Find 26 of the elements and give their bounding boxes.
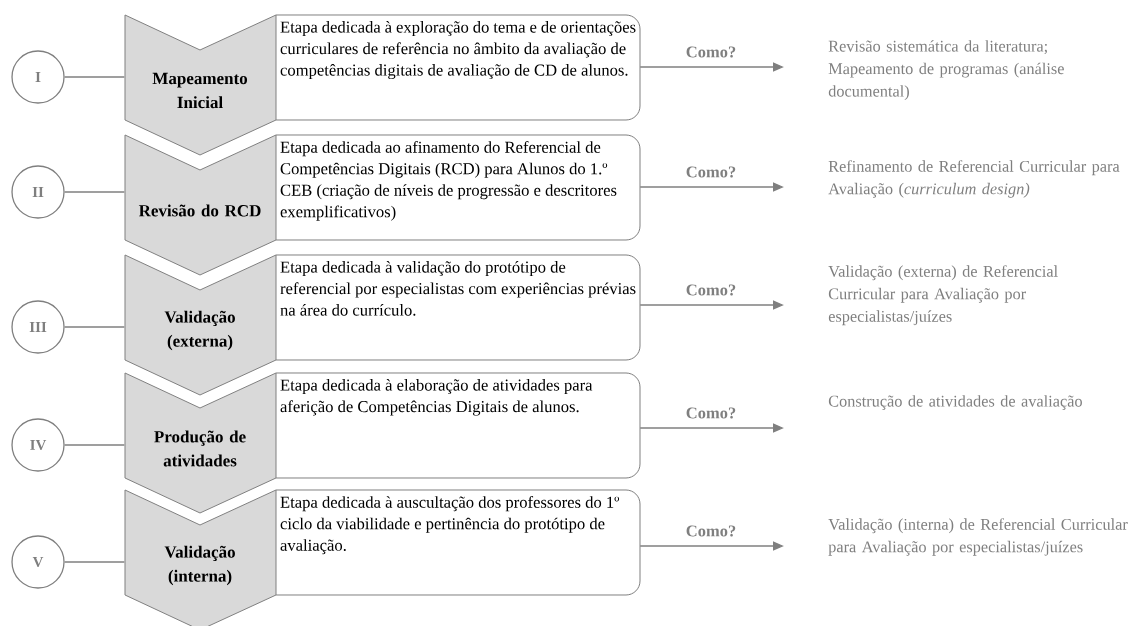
node-label: Validação (interna) <box>164 545 235 586</box>
edge-label: Como? <box>686 46 736 58</box>
result-text: Construção de atividades de avaliação <box>828 395 1082 410</box>
description-box: Etapa dedicada à validação do protótipo de referencial por especialistas com experiências prévias na área do currículo. <box>275 254 641 361</box>
result-text: Revisão sistemática da literatura; Mapeamento de programas (análise documental) <box>828 40 1064 100</box>
description-box: Etapa dedicada à auscultação dos professores do 1º ciclo da viabilidade e pertinência do protótipo de avaliação. <box>275 489 641 596</box>
connector-line <box>64 326 125 328</box>
result-text: Refinamento de Referencial Curricular para Avaliação (curriculum design) <box>828 160 1120 198</box>
result-text: Validação (externa) de Referencial Curricular para Avaliação por especialistas/juízes <box>828 265 1058 326</box>
description-box: Etapa dedicada ao afinamento do Referencial de Competências Digitais (RCD) para Alunos do 1.º CEB (criação de níveis de progressão e descritores exemplificativos) <box>275 134 641 241</box>
edge-label: Como? <box>686 407 736 419</box>
edge-label: Como? <box>686 284 736 296</box>
connector-line <box>64 561 125 563</box>
result-text: Validação (interna) de Referencial Curricular para Avaliação por especialistas/juízes <box>828 518 1128 556</box>
description-box: Etapa dedicada à exploração do tema e de orientações curriculares de referência no âmbito da avaliação de competências digitais de avaliação de CD de alunos. <box>275 14 641 121</box>
connector-line <box>64 444 125 446</box>
connector-line <box>64 191 125 193</box>
process-step: Validação (interna) <box>124 489 277 626</box>
process-step: Validação (externa) <box>124 254 277 396</box>
description-box: Etapa dedicada à elaboração de atividades para aferição de Competências Digitais de alunos. <box>275 372 641 479</box>
edge-label: Como? <box>686 166 736 178</box>
process-step: Revisão do RCD <box>124 134 277 276</box>
process-step: Mapeamento Inicial <box>124 14 277 156</box>
edge-label: Como? <box>686 525 736 537</box>
process-step: Produção de atividades <box>124 372 277 514</box>
connector-line <box>64 76 125 78</box>
